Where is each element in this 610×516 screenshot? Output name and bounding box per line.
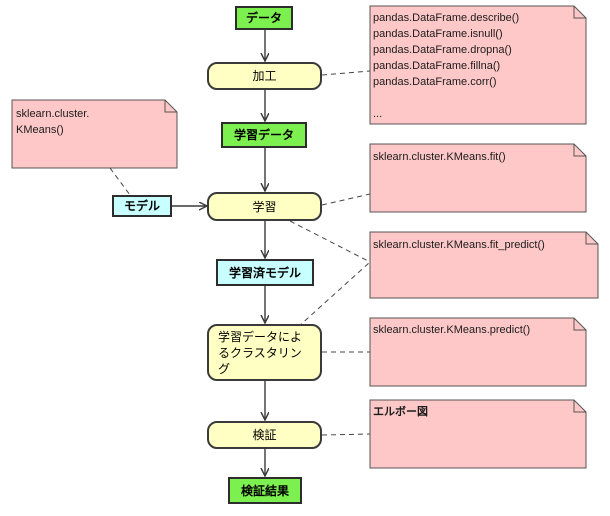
node-validation: 検証 xyxy=(207,421,322,449)
node-validation-result: 検証結果 xyxy=(228,477,302,504)
link-process-note xyxy=(321,70,371,76)
note-predict-shape xyxy=(369,317,587,387)
link-model-note xyxy=(109,167,131,196)
note-validation-shape xyxy=(369,399,587,469)
node-trained-model-label: 学習済モデル xyxy=(228,265,301,280)
note-validation-text: エルボー図 xyxy=(373,405,428,418)
note-process-text: pandas.DataFrame.describe() pandas.DataF… xyxy=(373,12,520,120)
node-validation-label: 検証 xyxy=(252,428,277,442)
node-model-label: モデル xyxy=(123,199,160,213)
node-model: モデル xyxy=(112,195,172,217)
note-predict-text: sklearn.cluster.KMeans.predict() xyxy=(373,324,531,336)
note-fit-predict-text: sklearn.cluster.KMeans.fit_predict() xyxy=(373,239,545,251)
node-clustering-label: 学習データによ るクラスタリン グ xyxy=(218,329,303,376)
node-training-label: 学習 xyxy=(252,199,277,214)
node-training-data: 学習データ xyxy=(221,122,307,148)
node-process: 加工 xyxy=(207,62,322,90)
node-trained-model: 学習済モデル xyxy=(216,259,314,286)
note-fit-text: sklearn.cluster.KMeans.fit() xyxy=(373,151,506,163)
link-fit-note xyxy=(321,193,371,206)
node-clustering: 学習データによ るクラスタリン グ xyxy=(207,324,322,381)
link-fit-predict-training xyxy=(289,220,371,263)
node-training-data-label: 学習データ xyxy=(233,128,294,142)
node-data: データ xyxy=(235,6,293,30)
link-fit-predict-clustering xyxy=(297,261,371,328)
link-validation-note xyxy=(321,433,371,436)
node-data-label: データ xyxy=(245,11,282,25)
note-fit-shape xyxy=(369,143,587,213)
note-process-shape xyxy=(369,5,587,125)
note-model-shape xyxy=(11,99,178,169)
node-validation-result-label: 検証結果 xyxy=(240,483,289,498)
note-fit-predict-shape xyxy=(369,231,599,299)
node-training: 学習 xyxy=(207,192,322,221)
node-process-label: 加工 xyxy=(252,69,277,83)
note-model-text: sklearn.cluster. KMeans() xyxy=(16,108,90,136)
